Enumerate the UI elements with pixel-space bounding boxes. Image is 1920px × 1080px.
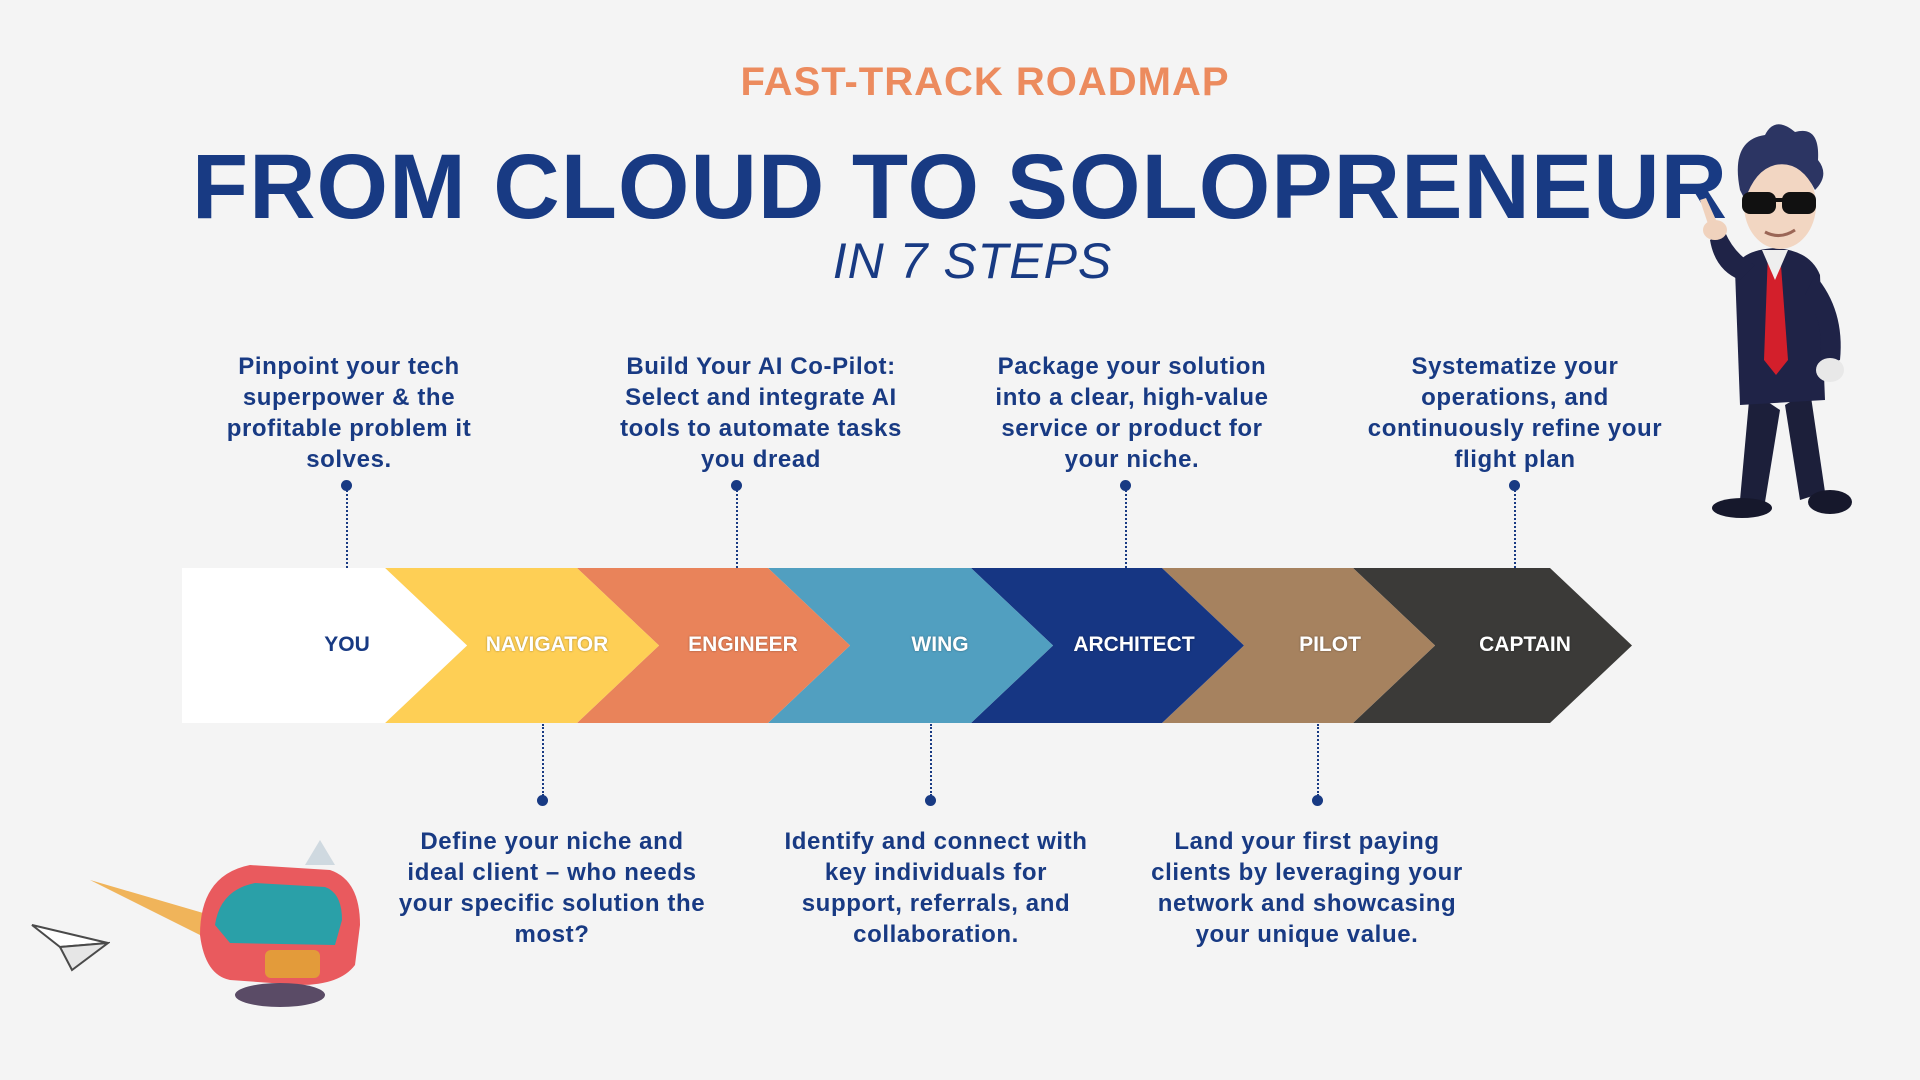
paper-plane-icon <box>31 924 110 972</box>
page-title: FROM CLOUD TO SOLOPRENEUR <box>191 136 1729 238</box>
connector-dot <box>925 795 936 806</box>
arrow-segment-wing <box>768 568 1053 723</box>
connector-dot <box>1120 480 1131 491</box>
step-description-you: Pinpoint your tech superpower & the prof… <box>226 353 472 473</box>
connector-line <box>1125 490 1127 568</box>
step-description-captain: Systematize your operations, and continu… <box>1367 353 1663 473</box>
connector-line <box>930 724 932 796</box>
kicker-text: FAST-TRACK ROADMAP <box>740 60 1230 104</box>
connector-line <box>1317 724 1319 796</box>
businessman-character-icon <box>1700 124 1852 518</box>
step-description-architect: Package your solution into a clear, high… <box>995 353 1269 473</box>
arrow-segment-engineer <box>577 568 850 723</box>
connector-dot <box>537 795 548 806</box>
arrow-segment-navigator <box>385 568 659 723</box>
step-description-wing: Identify and connect with key individual… <box>784 828 1088 948</box>
arrow-segment-you <box>182 568 467 723</box>
step-label-wing: WING <box>911 632 969 656</box>
step-description-engineer: Build Your AI Co-Pilot: Select and integ… <box>620 353 902 473</box>
page-subtitle: IN 7 STEPS <box>832 233 1113 289</box>
connector-line <box>1514 490 1516 568</box>
step-description-pilot: Land your first paying clients by levera… <box>1151 828 1463 948</box>
connector-dot <box>1312 795 1323 806</box>
step-label-architect: ARCHITECT <box>1073 632 1195 656</box>
connector-line <box>736 490 738 568</box>
step-label-navigator: NAVIGATOR <box>485 632 609 656</box>
connector-line <box>346 490 348 568</box>
step-label-you: YOU <box>324 632 370 656</box>
step-description-navigator: Define your niche and ideal client – who… <box>398 828 706 948</box>
arrow-segment-captain <box>1353 568 1632 723</box>
arrow-segment-pilot <box>1162 568 1435 723</box>
step-label-engineer: ENGINEER <box>688 632 798 656</box>
connector-dot <box>341 480 352 491</box>
connector-dot <box>731 480 742 491</box>
arrow-segment-architect <box>971 568 1244 723</box>
airship-icon <box>90 840 360 1007</box>
connector-dot <box>1509 480 1520 491</box>
step-label-captain: CAPTAIN <box>1479 632 1571 656</box>
step-label-pilot: PILOT <box>1299 632 1361 656</box>
connector-line <box>542 724 544 796</box>
